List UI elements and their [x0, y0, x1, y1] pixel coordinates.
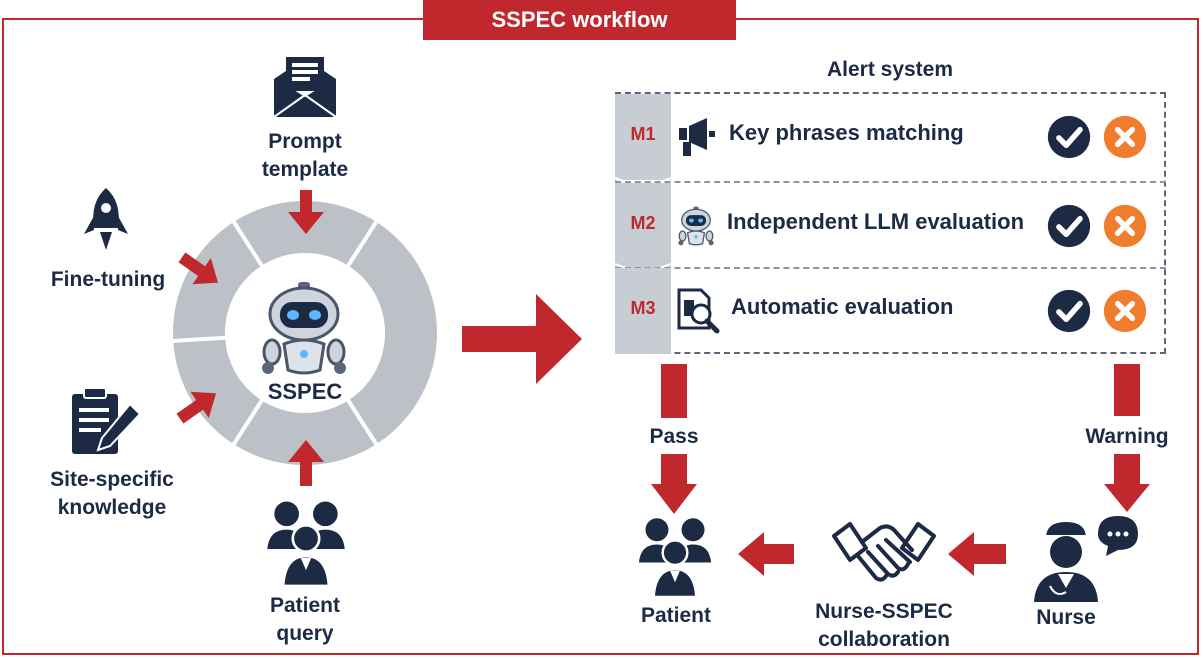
collaboration-label: Nurse-SSPEC collaboration: [815, 600, 953, 651]
document-pen-icon: [72, 387, 142, 454]
handshake-icon: [832, 522, 936, 582]
rocket-icon: [84, 188, 128, 250]
arrow-left-to-patient: [738, 532, 794, 576]
module-label: Independent LLM evaluation: [727, 209, 1025, 234]
arrow-fine-tuning: [178, 252, 219, 285]
arrow-up-patient-query: [288, 440, 324, 486]
module-tag: M2: [615, 183, 671, 269]
nurse-icon: [1034, 522, 1098, 602]
module-divider: [615, 267, 1166, 269]
alert-system-title: Alert system: [826, 58, 954, 81]
speech-bubble-icon: [1098, 516, 1138, 556]
arrow-down-prompt: [288, 190, 324, 234]
arrow-left-to-collaboration: [948, 532, 1006, 576]
pass-check-icon: [1046, 288, 1092, 334]
patient-icon: [634, 515, 716, 597]
patient-query-label: Patient query: [269, 594, 340, 645]
module-label: Automatic evaluation: [731, 294, 954, 319]
module-m3: M3 Automatic evaluation: [615, 268, 1165, 354]
fail-cross-icon: [1102, 114, 1148, 160]
envelope-icon: [273, 57, 337, 118]
robot-icon: [673, 205, 719, 247]
pass-arrow-stem: [661, 364, 687, 418]
prompt-template-label: Prompt template: [261, 130, 349, 181]
patient-group-icon: [262, 498, 350, 586]
pass-check-icon: [1046, 203, 1092, 249]
patient-label: Patient: [640, 604, 711, 627]
pass-check-icon: [1046, 114, 1092, 160]
module-divider: [615, 181, 1166, 183]
site-specific-knowledge-label: Site-specific knowledge: [50, 468, 174, 519]
megaphone-icon: [679, 118, 715, 156]
arrow-site-specific: [176, 391, 217, 424]
document-search-icon: [677, 288, 720, 334]
module-m1: M1 Key phrases matching: [615, 94, 1165, 180]
module-label: Key phrases matching: [729, 120, 964, 145]
warning-label: Warning: [1085, 425, 1169, 448]
nurse-label: Nurse: [1036, 606, 1096, 629]
workflow-title: SSPEC workflow: [423, 0, 736, 40]
module-tag: M1: [615, 94, 671, 180]
fine-tuning-label: Fine-tuning: [50, 268, 166, 291]
main-flow-arrow: [462, 294, 582, 384]
module-tag: M3: [615, 268, 671, 354]
sspec-robot-icon: [250, 278, 358, 378]
pass-label: Pass: [649, 425, 699, 448]
fail-cross-icon: [1102, 288, 1148, 334]
warning-arrow-head: [1104, 454, 1150, 512]
fail-cross-icon: [1102, 203, 1148, 249]
sspec-center-label: SSPEC: [267, 379, 343, 404]
pass-arrow-head: [651, 454, 697, 514]
module-m2: M2 Independent LLM evaluation: [615, 183, 1165, 269]
warning-arrow-stem: [1114, 364, 1140, 416]
